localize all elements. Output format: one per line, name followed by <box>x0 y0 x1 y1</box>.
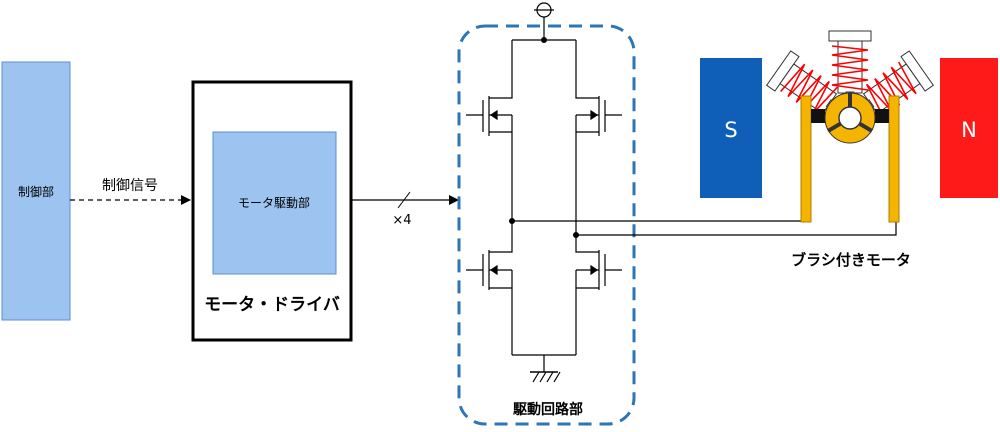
mosfet-top-right-icon <box>575 93 622 138</box>
brushed-motor-label: ブラシ付きモータ <box>791 251 911 269</box>
mosfet-top-left-icon <box>466 93 513 138</box>
motor-driver-label: モータ・ドライバ <box>204 295 340 315</box>
bus-width-label: ×4 <box>392 213 411 228</box>
magnet-north <box>940 58 998 198</box>
magnet-south <box>700 58 762 198</box>
motor-drive-unit-label: モータ駆動部 <box>238 195 310 210</box>
motor-driver-block: モータ駆動部 モータ・ドライバ <box>191 80 353 342</box>
brush-contact-right <box>875 109 889 123</box>
drive-circuit-label: 駆動回路部 <box>513 401 583 418</box>
brush-contact-left <box>811 109 825 123</box>
motor-wire-b <box>576 222 897 236</box>
power-supply-icon <box>534 2 554 40</box>
control-block-label: 制御部 <box>18 184 54 199</box>
drive-circuit-frame <box>457 24 636 426</box>
brush-left <box>800 95 812 223</box>
control-block: 制御部 <box>1 61 71 321</box>
commutator <box>824 92 876 144</box>
brush-right <box>888 95 900 223</box>
armature-coil-top <box>828 30 872 107</box>
drive-circuit: 駆動回路部 <box>457 2 636 426</box>
motor-drive-unit <box>212 131 337 275</box>
bus-slash <box>397 191 411 209</box>
mosfet-bottom-right-icon <box>575 247 622 293</box>
magnet-north-label: N <box>961 118 977 142</box>
mosfet-bottom-left-icon <box>466 247 513 293</box>
ground-icon <box>530 355 561 383</box>
magnet-south-label: S <box>724 118 737 142</box>
brushed-motor: S N <box>700 30 998 269</box>
control-signal-label: 制御信号 <box>102 178 158 194</box>
